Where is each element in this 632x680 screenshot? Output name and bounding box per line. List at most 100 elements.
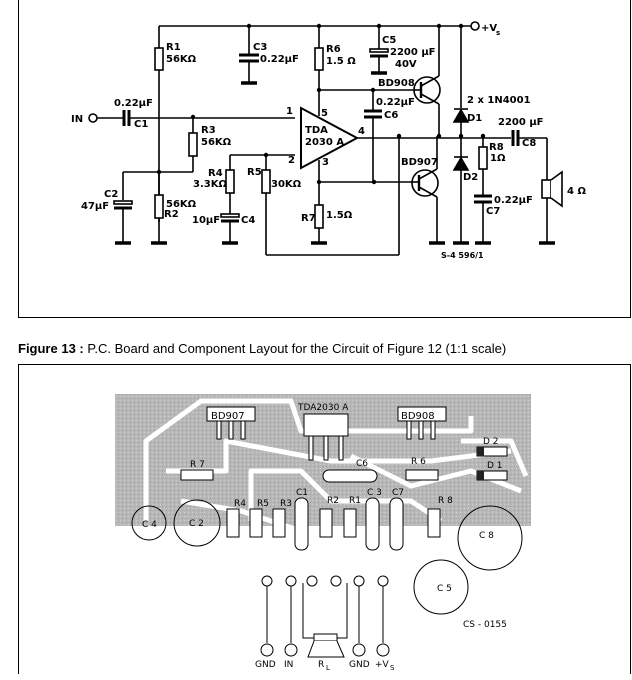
- ic-pin-1: 1: [286, 106, 293, 117]
- pcb-figure-13: BD907 TDA2030 A BD908 D 2 D 1 R 7 C6 R 6…: [18, 364, 631, 674]
- schematic-drawing: +V s R1 56KΩ C3 0.22µF R6 1.5 Ω C5 2200 …: [71, 21, 586, 260]
- ic-label-2: 2030 A: [305, 137, 344, 148]
- terminal-gnd-2[interactable]: [352, 643, 366, 657]
- c7-value: 0.22µF: [494, 195, 533, 206]
- supply-label-sub: s: [496, 29, 500, 37]
- c7-name: C7: [486, 206, 500, 217]
- pcb-label-d2: D 2: [483, 437, 499, 447]
- r6-value: 1.5 Ω: [326, 56, 356, 67]
- r6-name: R6: [326, 44, 341, 55]
- r2-value: 56KΩ: [166, 199, 197, 210]
- pcb-c7: [389, 497, 404, 551]
- ic-pin-2: 2: [288, 155, 295, 166]
- c6-value: 0.22µF: [376, 97, 415, 108]
- pcb-label-r4: R4: [234, 499, 246, 509]
- figure-13-caption: Figure 13 : P.C. Board and Component Lay…: [18, 341, 506, 356]
- connector-label-vs-sub: S: [390, 664, 395, 672]
- r7-value: 1.5Ω: [326, 210, 353, 221]
- connector-label-gnd-1: GND: [255, 660, 276, 670]
- pcb-tda2030a: TDA2030 A: [297, 403, 349, 461]
- speaker-value: 4 Ω: [567, 186, 586, 197]
- pcb-c5: [413, 559, 469, 615]
- c5-value: 2200 µF: [390, 47, 436, 58]
- caption-label: Figure 13 :: [18, 341, 84, 356]
- terminal-in[interactable]: [284, 643, 298, 657]
- q-bd907-label: BD907: [401, 157, 438, 168]
- pcb-board-code: CS - 0155: [463, 620, 507, 630]
- input-label: IN: [71, 114, 83, 125]
- r4-value: 3.3KΩ: [193, 179, 227, 190]
- c1-value: 0.22µF: [114, 98, 153, 109]
- resistor-r6: [314, 47, 324, 71]
- diodes-note: 2 x 1N4001: [467, 95, 531, 106]
- pcb-d1: D 1: [476, 461, 508, 481]
- c3-value: 0.22µF: [260, 54, 299, 65]
- pcb-r6: [405, 469, 439, 481]
- speaker: [541, 179, 552, 199]
- pcb-mirror-text-2: SGS ATES: [131, 610, 184, 623]
- r8-name: R8: [489, 142, 504, 153]
- resistor-r4: [225, 169, 235, 194]
- pcb-label-d1: D 1: [487, 461, 503, 471]
- supply-label: +V: [481, 23, 497, 34]
- pcb-r5: [249, 508, 263, 538]
- pcb-r2: [319, 508, 333, 538]
- c6-name: C6: [384, 110, 398, 121]
- pcb-label-c8: C 8: [479, 531, 494, 541]
- pcb-c8: [457, 505, 523, 571]
- pcb-label-bd907: BD907: [211, 411, 245, 422]
- connector-label-gnd-2: GND: [349, 660, 370, 670]
- terminal-gnd-1[interactable]: [260, 643, 274, 657]
- pcb-c4: [131, 505, 167, 541]
- pcb-isolation-tracks: [143, 398, 529, 574]
- pcb-label-r1: R1: [349, 496, 361, 506]
- pcb-bd908: BD908: [397, 406, 447, 440]
- pcb-label-r5: R5: [257, 499, 269, 509]
- resistor-r8: [478, 146, 488, 170]
- c2-name: C2: [104, 189, 118, 200]
- c8-name: C8: [522, 138, 536, 149]
- ic-pin-3: 3: [322, 157, 329, 168]
- r3-name: R3: [201, 125, 216, 136]
- transistor-bd907: [411, 169, 439, 197]
- connector-label-vs: +V: [375, 660, 390, 670]
- q-bd908-label: BD908: [378, 78, 415, 89]
- r1-name: R1: [166, 42, 181, 53]
- pcb-label-c1: C1: [296, 488, 308, 498]
- c5-voltage: 40V: [395, 59, 417, 70]
- pcb-c2: [173, 499, 221, 547]
- d2-name: D2: [463, 172, 478, 183]
- r2-name: R2: [164, 209, 179, 220]
- resistor-r2: [154, 194, 164, 219]
- ic-pin-4: 4: [358, 126, 365, 137]
- pcb-label-c4: C 4: [142, 520, 157, 530]
- resistor-r5: [261, 169, 271, 194]
- pcb-label-r8: R 8: [438, 496, 453, 506]
- pcb-label-c6: C6: [356, 459, 368, 469]
- pcb-label-r6: R 6: [411, 457, 426, 467]
- pcb-resistor-row: [226, 497, 441, 551]
- c4-name: C4: [241, 215, 255, 226]
- supply-terminal[interactable]: [470, 21, 480, 31]
- input-terminal[interactable]: [88, 113, 98, 123]
- c5-name: C5: [382, 35, 396, 46]
- connector-label-rl-sub: L: [326, 664, 330, 672]
- connector-label-rl: R: [318, 660, 324, 670]
- r5-value: 30KΩ: [271, 179, 302, 190]
- pcb-r7: [180, 469, 214, 481]
- connector-label-in: IN: [284, 660, 293, 670]
- c8-value: 2200 µF: [498, 117, 544, 128]
- r1-value: 56KΩ: [166, 54, 197, 65]
- c1-name: C1: [134, 119, 148, 130]
- pcb-mirror-text-1: cil 4926: [139, 594, 183, 607]
- terminal-vs[interactable]: [376, 643, 390, 657]
- pcb-label-c2: C 2: [189, 519, 204, 529]
- schematic-ref-code: S-4 596/1: [441, 251, 484, 260]
- pcb-label-c7: C7: [392, 488, 404, 498]
- resistor-r7: [314, 204, 324, 229]
- pcb-label-c3: C 3: [367, 488, 382, 498]
- pcb-connectors: [260, 575, 390, 658]
- pcb-r8: [427, 508, 441, 538]
- ic-label-1: TDA: [305, 125, 328, 136]
- r4-name: R4: [208, 168, 223, 179]
